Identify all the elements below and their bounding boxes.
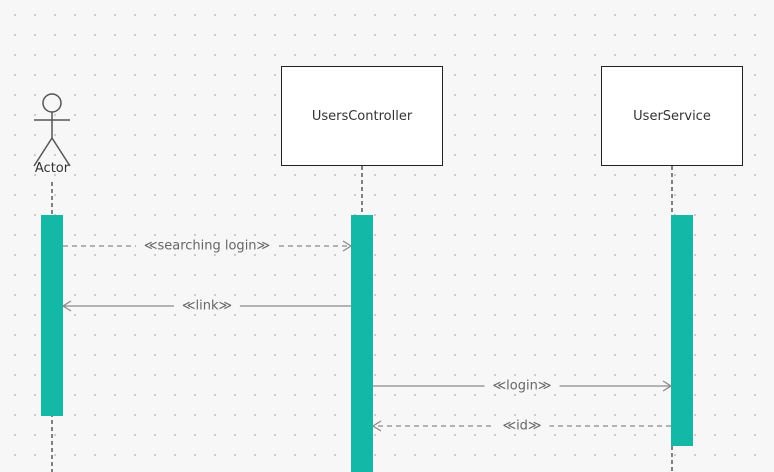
userscontroller-activation-bar <box>351 215 373 472</box>
message-arrow-searching-login <box>63 240 353 252</box>
actor-label: Actor <box>34 161 70 176</box>
message-label-searching-login: ≪searching login≫ <box>135 238 279 254</box>
userservice-activation-bar <box>671 215 693 446</box>
participant-userservice: UserService <box>601 66 743 166</box>
participant-userscontroller: UsersController <box>281 66 443 166</box>
participant-userscontroller-label: UsersController <box>311 108 413 124</box>
message-label-id: ≪id≫ <box>494 418 550 434</box>
message-label-login: ≪login≫ <box>484 378 560 394</box>
message-label-link: ≪link≫ <box>173 298 241 314</box>
stick-figure-icon <box>33 93 71 167</box>
participant-userservice-label: UserService <box>633 108 711 124</box>
actor-activation-bar <box>41 215 63 416</box>
